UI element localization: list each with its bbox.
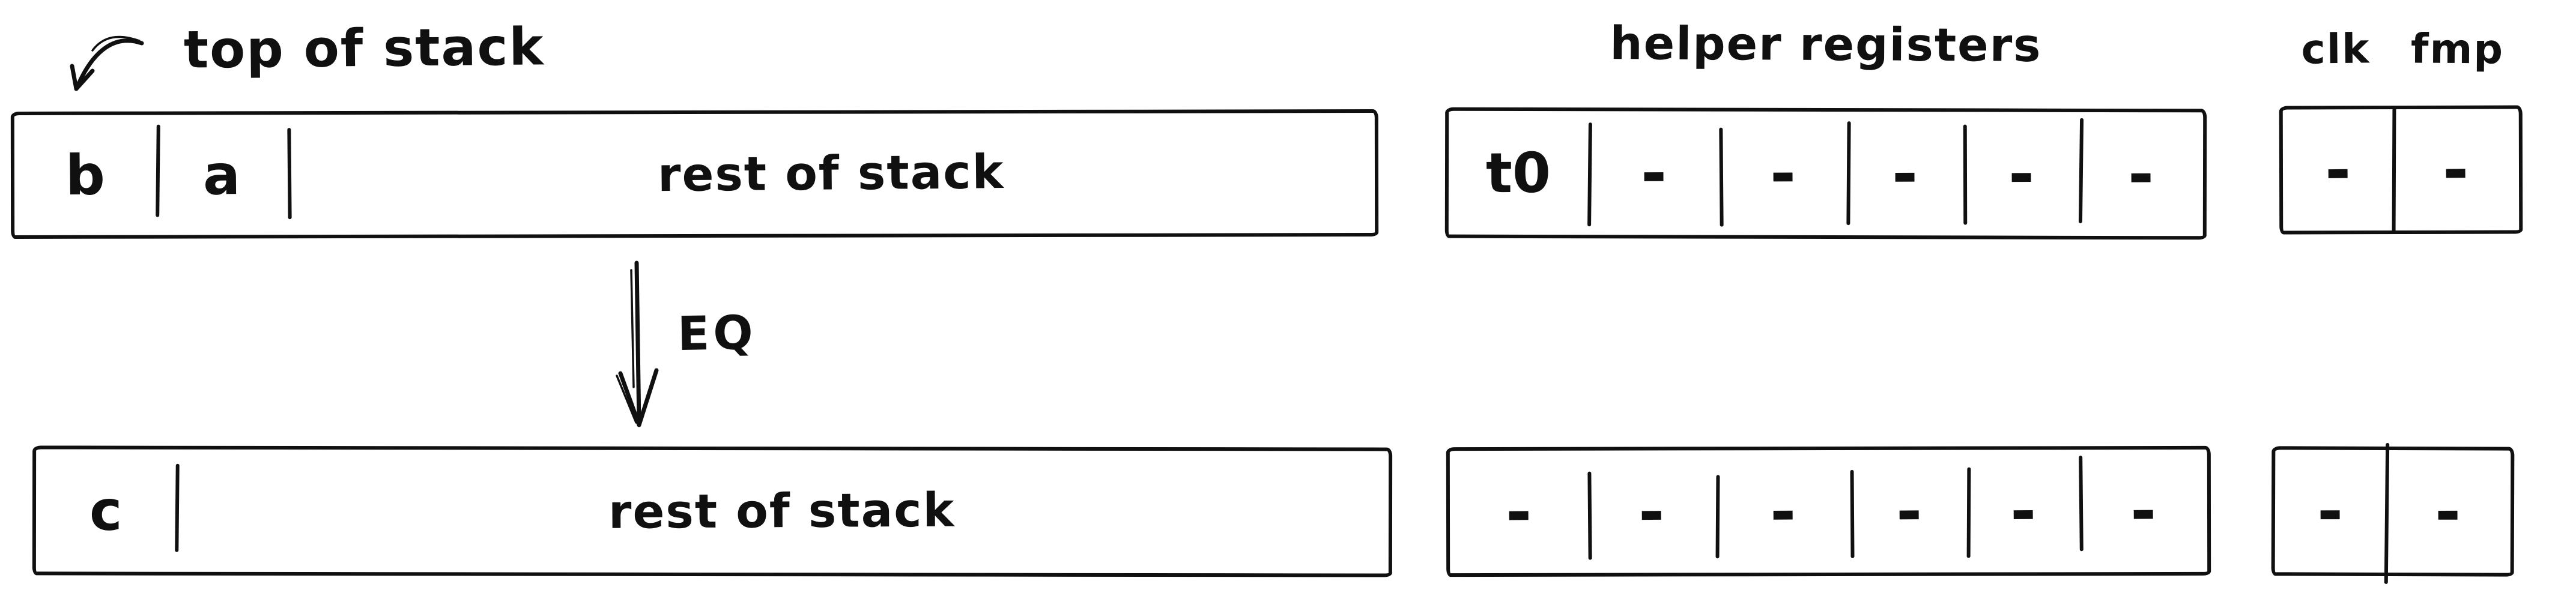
cell-a: a bbox=[202, 142, 241, 208]
cell-b: b bbox=[65, 142, 106, 208]
cell-dash: - bbox=[1640, 136, 1667, 210]
stack-before-box: b a rest of stack bbox=[10, 109, 1379, 239]
arrow-sketch-stroke bbox=[91, 35, 141, 52]
helper-registers-label: helper registers bbox=[1610, 16, 2042, 72]
arrowhead-right bbox=[74, 68, 95, 91]
fmp-cell: - bbox=[2392, 109, 2519, 230]
cell-dash: - bbox=[1770, 136, 1796, 210]
clk-fmp-before-box: - - bbox=[2279, 105, 2523, 235]
cell-dash: - bbox=[2128, 137, 2154, 211]
arrowhead-left bbox=[70, 64, 79, 91]
cell-dash: - bbox=[1891, 137, 1918, 211]
stack-cell: b bbox=[14, 115, 156, 235]
arrow-curve bbox=[75, 38, 144, 89]
stack-after-box: c rest of stack bbox=[32, 445, 1393, 577]
cell-divider bbox=[1587, 471, 1592, 560]
helper-cell: - bbox=[1715, 450, 1850, 573]
helper-cell: - bbox=[1450, 451, 1588, 573]
eq-arrow bbox=[616, 260, 659, 427]
clk-label: clk bbox=[2301, 25, 2371, 74]
cell-dash: - bbox=[1896, 474, 1923, 548]
helper-cell: - bbox=[1963, 112, 2079, 235]
cell-divider bbox=[155, 124, 160, 217]
stack-cell: rest of stack bbox=[175, 450, 1389, 574]
helper-cell: - bbox=[1847, 112, 1963, 235]
helper-cell: - bbox=[1587, 450, 1715, 573]
helper-cell: - bbox=[2079, 450, 2207, 572]
arrowhead-left bbox=[618, 371, 641, 427]
clk-fmp-after-box: - - bbox=[2271, 442, 2515, 584]
cell-rest-of-stack: rest of stack bbox=[608, 483, 956, 540]
fmp-label: fmp bbox=[2410, 25, 2505, 74]
cell-dash: - bbox=[2317, 474, 2344, 548]
stack-cell: c bbox=[36, 449, 175, 571]
helper-cell: t0 bbox=[1449, 111, 1589, 235]
cell-divider bbox=[1719, 127, 1724, 227]
arrowhead-sketch bbox=[616, 375, 637, 424]
cell-dash: - bbox=[2010, 474, 2037, 548]
stack-cell: rest of stack bbox=[288, 113, 1375, 235]
arrow-shaft bbox=[634, 260, 641, 426]
helper-registers-before-box: t0 - - - - - bbox=[1444, 107, 2207, 240]
cell-rest-of-stack: rest of stack bbox=[658, 145, 1005, 203]
cell-dash: - bbox=[1769, 474, 1796, 549]
cell-dash: - bbox=[2434, 475, 2461, 549]
helper-registers-after-box: - - - - - - bbox=[1446, 445, 2211, 577]
clk-cell: - bbox=[2275, 450, 2386, 573]
cell-divider bbox=[1963, 124, 1967, 224]
cell-c: c bbox=[89, 478, 123, 543]
fmp-cell: - bbox=[2385, 450, 2511, 573]
clk-cell: - bbox=[2283, 109, 2393, 230]
cell-divider bbox=[1715, 475, 1720, 558]
helper-cell: - bbox=[1720, 112, 1847, 235]
helper-cell: - bbox=[1850, 450, 1968, 573]
cell-dash: - bbox=[2130, 474, 2157, 548]
arrowhead-right bbox=[637, 368, 659, 427]
top-of-stack-label: top of stack bbox=[183, 17, 545, 80]
cell-t0: t0 bbox=[1485, 140, 1551, 205]
cell-dash: - bbox=[2324, 133, 2351, 207]
helper-cell: - bbox=[1588, 111, 1720, 235]
helper-cell: - bbox=[1967, 450, 2079, 572]
top-of-stack-arrow bbox=[70, 35, 144, 91]
cell-dash: - bbox=[1505, 475, 1532, 549]
cell-dash: - bbox=[2008, 137, 2035, 211]
cell-divider bbox=[1850, 469, 1855, 558]
arrow-sketch-stroke bbox=[630, 269, 635, 388]
cell-dash: - bbox=[1638, 475, 1665, 549]
stack-cell: a bbox=[156, 115, 288, 235]
cell-dash: - bbox=[2442, 133, 2469, 206]
cell-divider bbox=[1966, 467, 1971, 558]
eq-label: EQ bbox=[677, 306, 757, 362]
helper-cell: - bbox=[2079, 112, 2203, 236]
